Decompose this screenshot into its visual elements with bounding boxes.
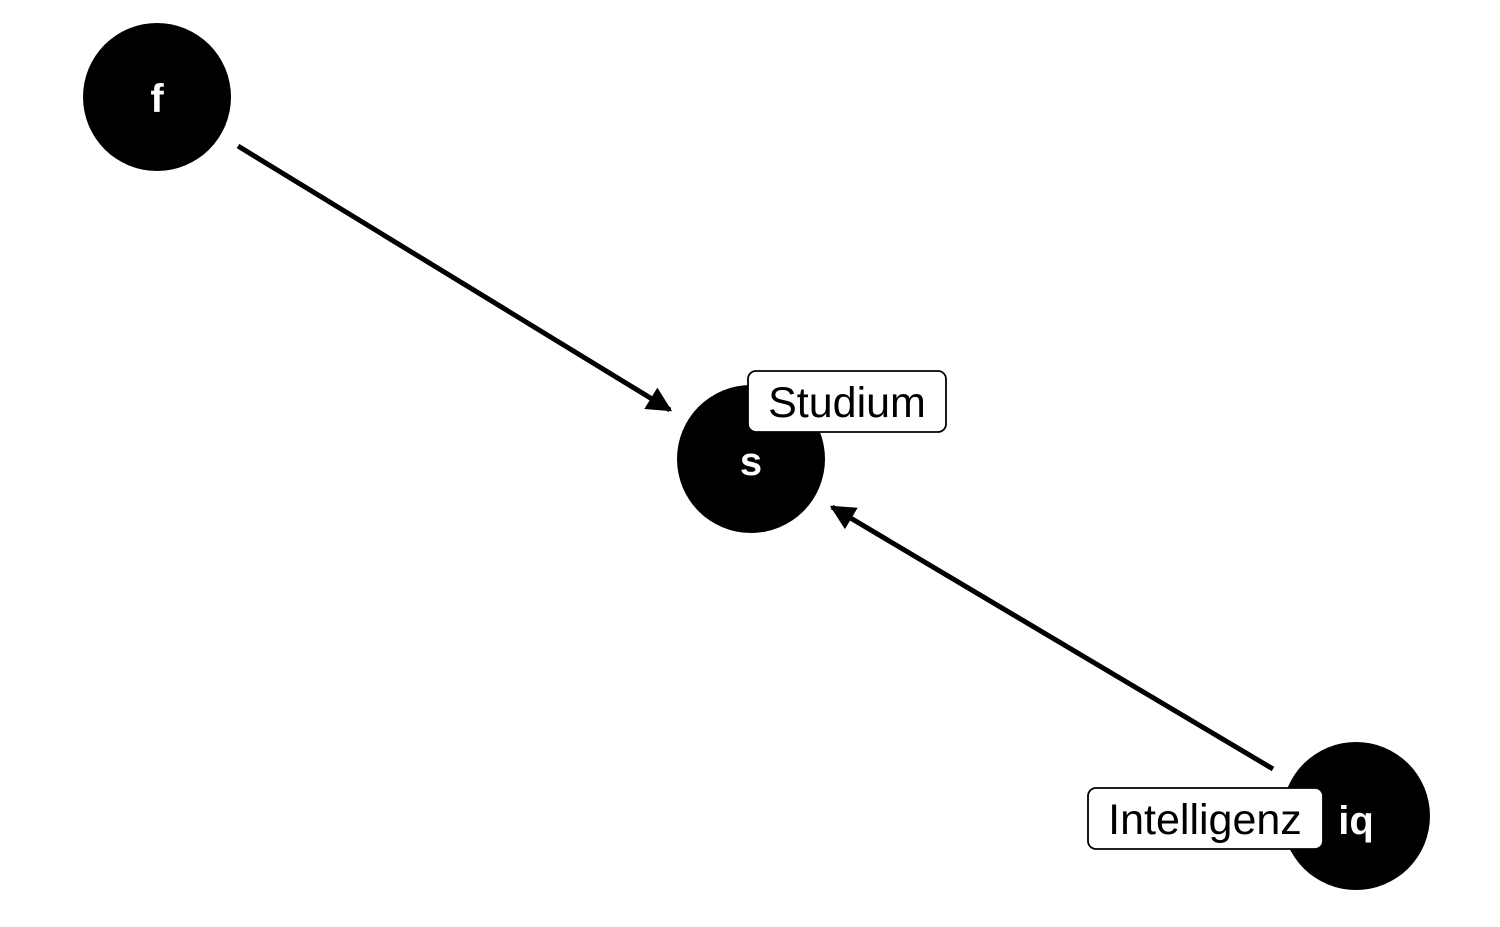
node-iq-label-text: Intelligenz	[1108, 796, 1302, 844]
node-s-label: Studium	[747, 370, 947, 433]
edge-f-to-s	[236, 143, 673, 413]
node-iq-label: Intelligenz	[1087, 787, 1324, 850]
edge-iq-to-s	[829, 504, 1275, 772]
node-f-name: f	[150, 77, 164, 121]
node-iq-circle	[1282, 742, 1430, 890]
node-iq-label-box	[1087, 787, 1324, 850]
edges	[236, 143, 1275, 772]
node-iq[interactable]: iq	[1282, 742, 1430, 890]
node-iq-name: iq	[1338, 799, 1374, 843]
node-f-circle	[83, 23, 231, 171]
node-s-label-box	[747, 370, 947, 433]
node-s-label-text: Studium	[768, 379, 926, 427]
node-s-name: s	[740, 440, 762, 484]
node-f[interactable]: f	[83, 23, 231, 171]
